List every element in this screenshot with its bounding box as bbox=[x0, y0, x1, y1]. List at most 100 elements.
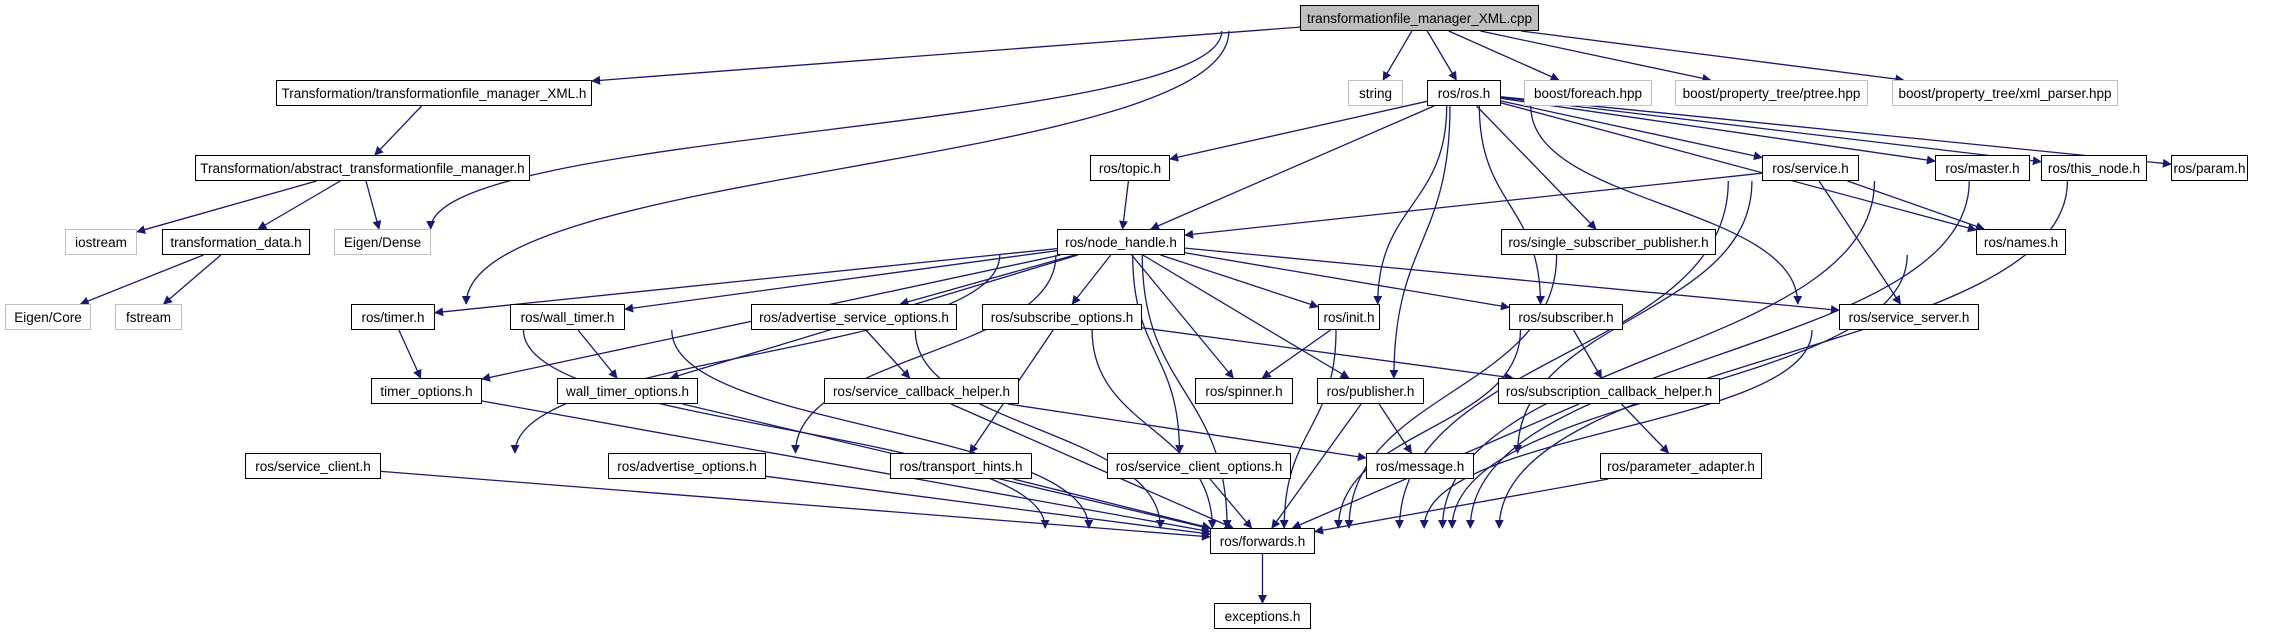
edge-node_handle-to-aso bbox=[899, 254, 1075, 307]
node-ros-h[interactable]: ros/ros.h bbox=[1427, 80, 1501, 106]
edge-timer-to-timer_opts bbox=[398, 329, 422, 379]
node-advertise-options-h[interactable]: ros/advertise_options.h bbox=[608, 453, 766, 479]
edge-service_server-to-forwards bbox=[1419, 329, 1813, 529]
edge-sco-to-forwards bbox=[1209, 478, 1253, 529]
edge-service-to-names bbox=[1847, 180, 1985, 231]
edge-publisher-to-message bbox=[1378, 403, 1412, 454]
edge-ros-to-node_handle bbox=[1150, 105, 1435, 230]
edge-sub_opts-to-subch bbox=[1141, 327, 1514, 382]
edge-init-to-forwards bbox=[1279, 329, 1337, 529]
node-advertise-service-options-h[interactable]: ros/advertise_service_options.h bbox=[751, 304, 957, 330]
edge-ros-to-subscriber bbox=[1478, 105, 1545, 305]
edge-init-to-spinner bbox=[1261, 329, 1331, 379]
node-parameter-adapter-h[interactable]: ros/parameter_adapter.h bbox=[1600, 453, 1762, 479]
edge-node_handle-to-publisher bbox=[1142, 254, 1350, 379]
node-boost-foreach: boost/foreach.hpp bbox=[1524, 80, 1652, 106]
edge-tdata-to-eigen_core bbox=[79, 254, 204, 306]
edges bbox=[79, 26, 2172, 604]
edge-root-to-ptree bbox=[1480, 30, 1712, 83]
edge-root-to-xmlparser bbox=[1520, 30, 1905, 84]
node-this-node-h[interactable]: ros/this_node.h bbox=[2041, 155, 2147, 181]
edge-node_handle-to-forwards bbox=[1141, 254, 1232, 529]
edge-timer_opts-to-forwards bbox=[481, 400, 1211, 535]
node-init-h[interactable]: ros/init.h bbox=[1318, 304, 1380, 330]
edge-root-to-foreach bbox=[1448, 30, 1560, 81]
edge-ros-to-this_node bbox=[1500, 96, 2042, 166]
node-transport-hints-h[interactable]: ros/transport_hints.h bbox=[890, 453, 1032, 479]
node-eigen-core: Eigen/Core bbox=[5, 304, 91, 330]
edge-subscriber-to-subch bbox=[1572, 329, 1603, 379]
node-iostream: iostream bbox=[65, 229, 137, 255]
node-subscriber-h[interactable]: ros/subscriber.h bbox=[1509, 304, 1623, 330]
node-subscribe-options-h[interactable]: ros/subscribe_options.h bbox=[982, 304, 1142, 330]
edge-root-to-fstream bbox=[461, 30, 1230, 305]
node-exceptions-h[interactable]: exceptions.h bbox=[1214, 603, 1311, 629]
node-service-h[interactable]: ros/service.h bbox=[1762, 155, 1859, 181]
edge-ros-to-master bbox=[1500, 97, 1936, 165]
edge-node_handle-to-timer bbox=[434, 247, 1058, 317]
node-subscription-callback-helper-h[interactable]: ros/subscription_callback_helper.h bbox=[1498, 378, 1720, 404]
node-topic-h[interactable]: ros/topic.h bbox=[1090, 155, 1170, 181]
edge-abstract-to-tdata bbox=[257, 180, 341, 230]
edge-this_node-to-forwards bbox=[1465, 180, 1970, 529]
edge-root-to-ros bbox=[1426, 30, 1457, 81]
node-transformationfile-manager-xml-h[interactable]: Transformation/transformationfile_manage… bbox=[276, 80, 592, 106]
edge-ssp-to-forwards bbox=[1344, 254, 1558, 529]
edge-publisher-to-forwards bbox=[1271, 403, 1362, 529]
edge-service-to-node_handle bbox=[1184, 172, 1763, 239]
node-message-h[interactable]: ros/message.h bbox=[1366, 453, 1474, 479]
node-service-client-options-h[interactable]: ros/service_client_options.h bbox=[1107, 453, 1291, 479]
edge-adv_opts-to-forwards bbox=[765, 475, 1211, 538]
edge-abstract-to-iostream bbox=[136, 180, 317, 234]
edge-subscriber-to-forwards bbox=[1333, 329, 1522, 529]
edge-sch-to-message bbox=[1007, 403, 1367, 462]
node-service-client-h[interactable]: ros/service_client.h bbox=[245, 453, 381, 479]
node-string: string bbox=[1348, 80, 1403, 106]
node-wall-timer-options-h[interactable]: wall_timer_options.h bbox=[557, 378, 698, 404]
node-service-server-h[interactable]: ros/service_server.h bbox=[1839, 304, 1979, 330]
node-fstream: fstream bbox=[115, 304, 182, 330]
edge-node_handle-to-sub_opts bbox=[1071, 254, 1112, 305]
node-master-h[interactable]: ros/master.h bbox=[1935, 155, 2030, 181]
node-timer-h[interactable]: ros/timer.h bbox=[351, 304, 435, 330]
edge-ros-to-ssp bbox=[1476, 105, 1597, 230]
node-publisher-h[interactable]: ros/publisher.h bbox=[1317, 378, 1424, 404]
node-abstract-transformationfile-manager-h[interactable]: Transformation/abstract_transformationfi… bbox=[195, 155, 530, 181]
node-single-subscriber-publisher-h[interactable]: ros/single_subscriber_publisher.h bbox=[1501, 229, 1716, 255]
node-transformation-data-h[interactable]: transformation_data.h bbox=[162, 229, 310, 255]
edge-ros-to-service_server bbox=[1530, 105, 1803, 305]
edge-node_handle-to-wall_timer bbox=[624, 250, 1058, 313]
edge-ros-to-param bbox=[1500, 96, 2172, 168]
edge-sch-to-forwards bbox=[950, 403, 1234, 529]
edge-node_handle-to-subscriber bbox=[1184, 252, 1510, 311]
edge-sub_opts-to-forwards bbox=[1091, 329, 1217, 529]
edge-subch-to-param_adapter bbox=[1621, 403, 1670, 454]
edge-ros-to-names bbox=[1500, 102, 1977, 233]
node-boost-xml-parser: boost/property_tree/xml_parser.hpp bbox=[1892, 80, 2118, 106]
edge-ros-to-service bbox=[1500, 100, 1763, 161]
edge-param_adapter-to-forwards bbox=[1314, 478, 1609, 535]
edge-service-to-service_server bbox=[1818, 180, 1901, 305]
node-root-file[interactable]: transformationfile_manager_XML.cpp bbox=[1300, 5, 1539, 31]
node-param-h[interactable]: ros/param.h bbox=[2171, 155, 2248, 181]
node-forwards-h[interactable]: ros/forwards.h bbox=[1210, 528, 1315, 554]
node-names-h[interactable]: ros/names.h bbox=[1976, 229, 2066, 255]
node-spinner-h[interactable]: ros/spinner.h bbox=[1195, 378, 1293, 404]
edge-root-to-tf_xml bbox=[591, 26, 1301, 85]
node-node-handle-h[interactable]: ros/node_handle.h bbox=[1057, 229, 1185, 255]
edge-topic-to-node_handle bbox=[1119, 180, 1130, 230]
node-wall-timer-h[interactable]: ros/wall_timer.h bbox=[510, 304, 625, 330]
node-eigen-dense: Eigen/Dense bbox=[334, 229, 431, 255]
edge-abstract-to-eigen_dense bbox=[365, 180, 382, 230]
edge-node_handle-to-adv_opts bbox=[791, 254, 1057, 454]
edge-node_handle-to-service_client bbox=[510, 254, 1001, 454]
edge-ros-to-init bbox=[1373, 105, 1448, 305]
node-service-callback-helper-h[interactable]: ros/service_callback_helper.h bbox=[824, 378, 1019, 404]
node-timer-options-h[interactable]: timer_options.h bbox=[371, 378, 482, 404]
node-boost-ptree: boost/property_tree/ptree.hpp bbox=[1675, 80, 1868, 106]
edge-ros-to-publisher bbox=[1389, 105, 1451, 379]
edge-aso-to-forwards bbox=[914, 329, 1165, 529]
edge-node_handle-to-spinner bbox=[1131, 254, 1234, 379]
edge-transport_hints-to-forwards bbox=[1013, 478, 1212, 531]
